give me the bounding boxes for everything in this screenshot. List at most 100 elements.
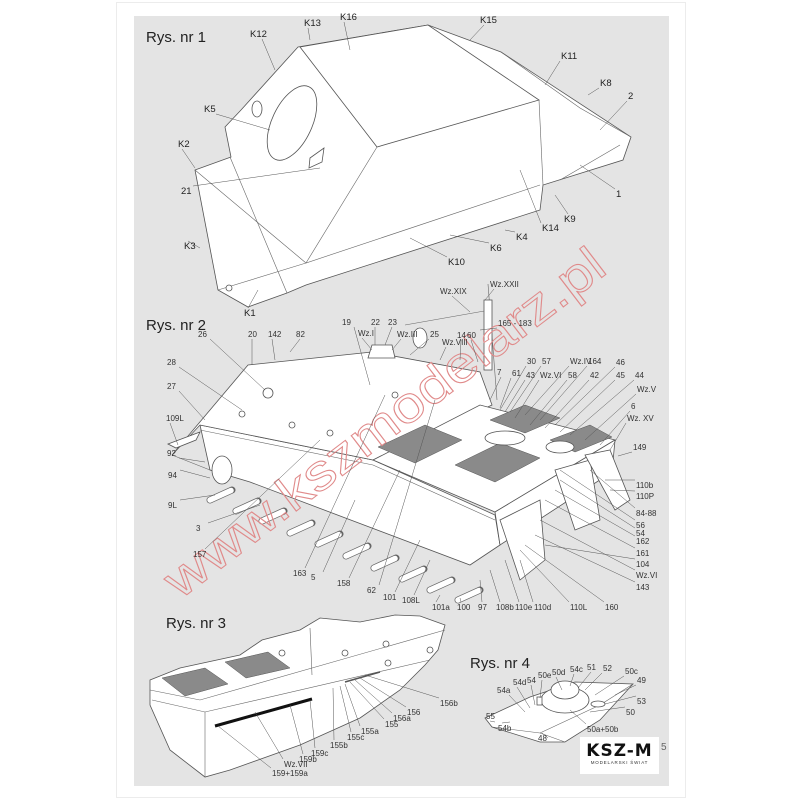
part-label: 46: [616, 358, 625, 367]
part-label: 1: [616, 189, 621, 200]
leader-line: [509, 365, 542, 413]
part-label: 50c: [625, 667, 638, 676]
leader-line: [539, 679, 543, 699]
leader-line: [544, 379, 590, 429]
leader-line: [508, 694, 526, 713]
part-label: 157: [193, 550, 207, 559]
part-label: 110L: [570, 603, 588, 612]
part-label: 155a: [361, 727, 379, 736]
part-label: 54: [527, 676, 536, 685]
part-label: 22: [371, 318, 380, 327]
leader-line: [391, 338, 402, 351]
part-label: 5: [311, 573, 316, 582]
leader-line: [530, 684, 536, 706]
leader-line: [409, 338, 430, 356]
leader-line: [617, 451, 633, 457]
part-label: K16: [340, 12, 357, 23]
leader-line: [519, 549, 570, 603]
leader-line: [332, 687, 335, 741]
leader-line: [364, 674, 440, 699]
leader-line: [451, 295, 471, 313]
part-label: K11: [561, 51, 577, 62]
axle-highlight: [207, 487, 234, 503]
leader-line: [359, 677, 407, 708]
part-label: 2: [628, 91, 633, 102]
leader-line: [192, 167, 321, 187]
leader-line: [178, 390, 206, 421]
leader-line: [599, 100, 628, 131]
part-label: 14: [457, 331, 466, 340]
leader-line: [469, 24, 485, 41]
ksz-m-logo: KSZ-M MODELARSKI ŚWIAT: [580, 737, 659, 774]
part-label: K4: [516, 232, 528, 243]
part-label: K6: [490, 243, 502, 254]
axle-highlight: [259, 508, 286, 524]
leader-line: [343, 21, 351, 51]
part-label: K12: [250, 29, 267, 40]
leader-line: [577, 671, 592, 689]
part-label: 94: [168, 471, 177, 480]
part-label: K3: [184, 241, 196, 252]
leader-line: [589, 469, 636, 509]
logo-subtitle: MODELARSKI ŚWIAT: [590, 760, 649, 765]
leader-line: [181, 148, 196, 169]
part-label: 6: [631, 402, 636, 411]
leader-line: [501, 721, 511, 724]
leader-line: [378, 399, 436, 586]
part-label: K5: [204, 104, 216, 115]
part-label: K13: [304, 18, 321, 29]
leader-line: [584, 672, 603, 691]
leader-line: [479, 327, 498, 331]
leader-line: [569, 379, 635, 436]
leader-line: [544, 499, 636, 549]
part-label: 44: [635, 371, 644, 380]
leader-line: [361, 337, 373, 351]
leader-line: [559, 479, 636, 529]
figure2-drawing: [167, 283, 631, 604]
leader-line: [209, 338, 266, 391]
leader-line: [459, 339, 462, 361]
part-label: 97: [478, 603, 487, 612]
axle-highlight: [455, 587, 482, 603]
leader-line: [178, 457, 206, 463]
part-label: 155c: [347, 733, 364, 742]
part-label: 7: [497, 368, 502, 377]
part-label: Wz. XV: [627, 414, 654, 423]
leader-line: [614, 684, 637, 696]
leader-line: [289, 338, 301, 353]
leader-line: [413, 559, 431, 596]
axle-highlight: [399, 566, 426, 582]
leader-line: [178, 366, 243, 411]
part-label: 143: [636, 583, 650, 592]
part-label: 50d: [552, 668, 565, 677]
part-label: 100: [457, 603, 471, 612]
leader-line: [179, 469, 211, 479]
part-label: 48: [538, 734, 547, 743]
leader-line: [579, 164, 616, 190]
leader-line: [609, 422, 627, 451]
part-label: 27: [167, 382, 176, 391]
part-label: 3: [196, 524, 201, 533]
axle-highlight: [287, 520, 314, 536]
leader-line: [499, 365, 527, 411]
part-label: 54c: [570, 665, 583, 674]
part-label: 53: [637, 697, 646, 706]
part-label: 142: [268, 330, 282, 339]
leader-line: [271, 338, 276, 361]
leader-line: [589, 706, 626, 713]
leader-line: [604, 695, 637, 705]
leader-line: [516, 686, 531, 709]
part-label: 23: [388, 318, 397, 327]
part-label: Wz.VII: [284, 760, 308, 769]
part-label: K10: [448, 257, 465, 268]
leader-line: [339, 685, 352, 733]
axle-highlight: [315, 531, 342, 547]
figure2-title: Rys. nr 2: [146, 317, 206, 334]
part-label: K14: [542, 223, 559, 234]
leader-line: [569, 709, 587, 725]
part-label: 104: [636, 560, 650, 569]
part-label: Wz.VI: [540, 371, 561, 380]
leader-line: [169, 422, 179, 446]
part-label: K15: [480, 15, 497, 26]
axle-highlight: [343, 543, 370, 559]
